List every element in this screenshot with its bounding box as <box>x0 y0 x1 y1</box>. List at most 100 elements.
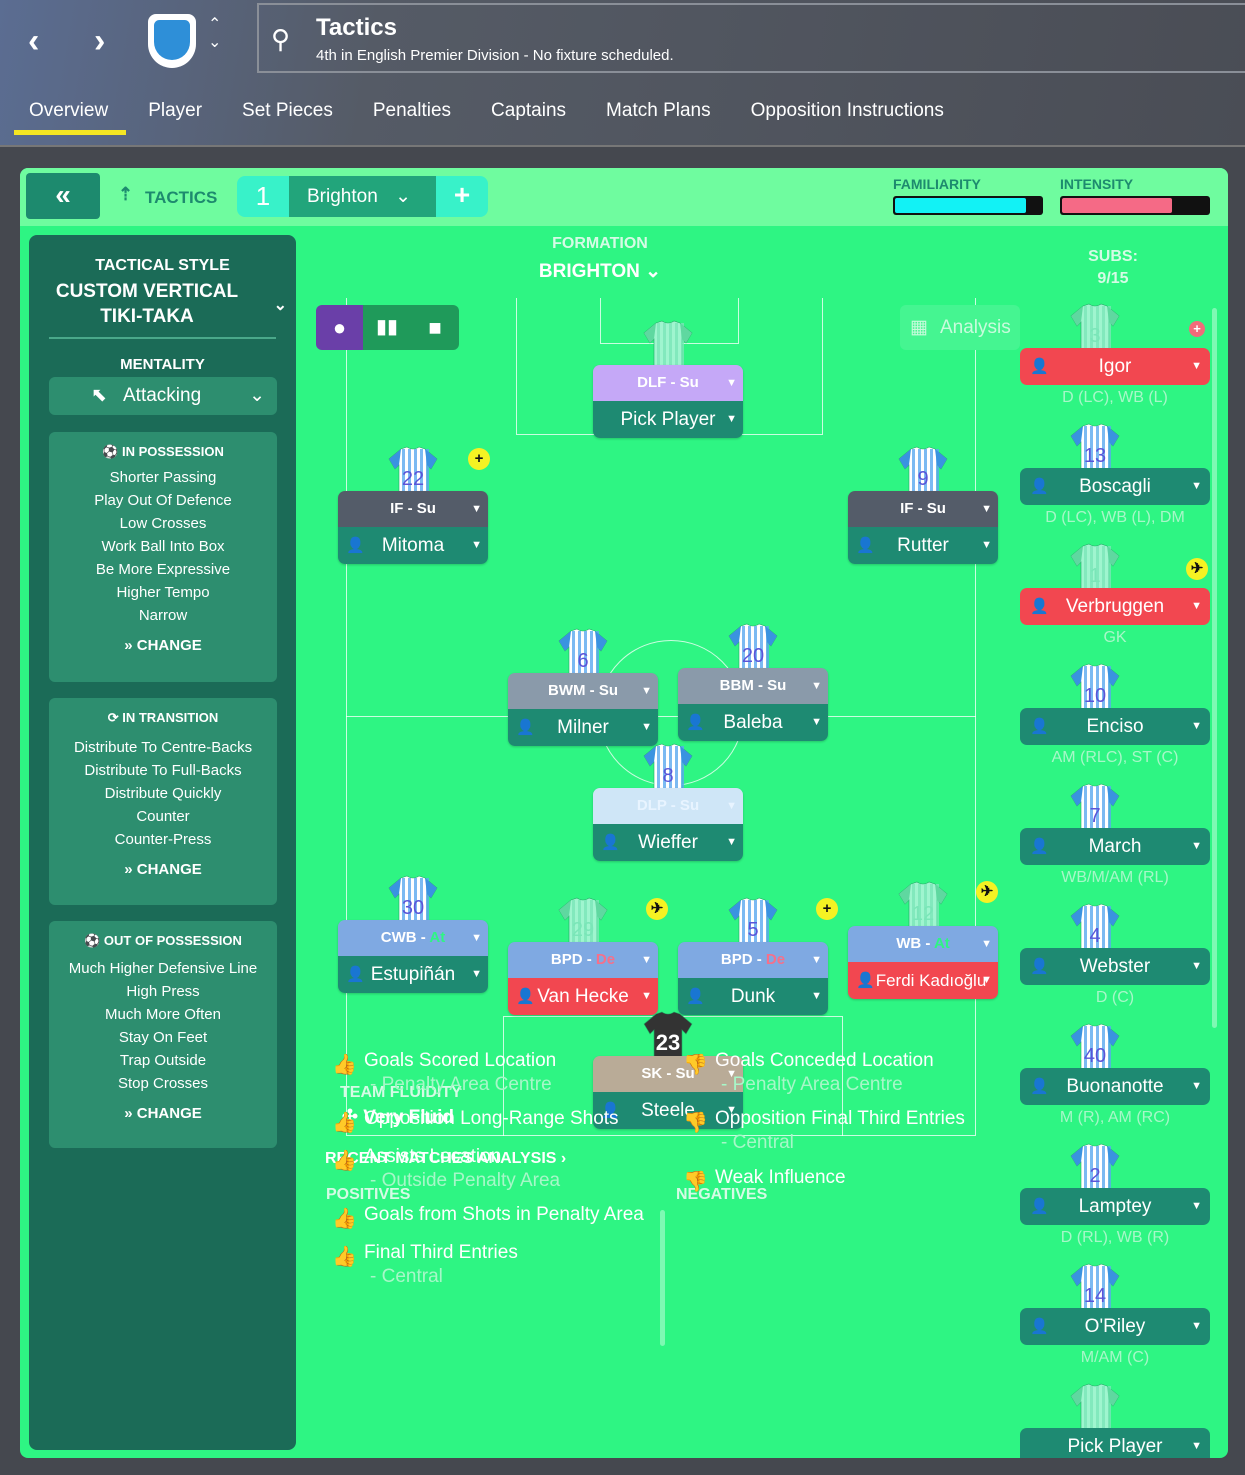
player-name-dropdown[interactable]: 👤Van Hecke▼ <box>508 978 658 1015</box>
sub-name: Enciso <box>1086 716 1144 737</box>
role-dropdown[interactable]: BBM - Su▼ <box>678 668 828 704</box>
flight-icon[interactable]: ✈ <box>976 881 998 903</box>
sub-name-dropdown[interactable]: 👤Verbruggen▼ <box>1020 588 1210 625</box>
recent-matches-analysis-link[interactable]: RECENT MATCHES ANALYSIS › <box>325 1150 567 1167</box>
caret-down-icon: ▼ <box>726 800 737 812</box>
positive-effect-icon[interactable]: + <box>816 898 838 920</box>
tactic-dropdown[interactable]: Brighton ⌄ <box>289 176 436 217</box>
player-name-dropdown[interactable]: 👤Mitoma▼ <box>338 527 488 564</box>
player-shirt-icon[interactable]: 9 <box>897 445 949 501</box>
sub-shirt-icon[interactable]: 2 <box>1069 1142 1121 1198</box>
intensity-bar[interactable] <box>1060 196 1210 215</box>
forward-button[interactable]: › <box>94 22 106 60</box>
sub-name-dropdown[interactable]: 👤Igor▼ <box>1020 348 1210 385</box>
player-name-dropdown[interactable]: 👤Rutter▼ <box>848 527 998 564</box>
tab-opposition-instructions[interactable]: Opposition Instructions <box>750 100 944 121</box>
player-shirt-icon[interactable]: 5 <box>727 896 779 952</box>
sub-name-dropdown[interactable]: 👤Boscagli▼ <box>1020 468 1210 505</box>
player-shirt-icon[interactable]: 6 <box>557 627 609 683</box>
club-switch-icon[interactable]: ⌃⌄ <box>208 16 222 51</box>
player-name-dropdown[interactable]: 👤Steele▼ <box>593 1092 743 1129</box>
player-name-dropdown[interactable]: 👤Estupiñán▼ <box>338 956 488 993</box>
sub-shirt-icon[interactable]: 14 <box>1069 1262 1121 1318</box>
role-dropdown[interactable]: BPD - De▼ <box>678 942 828 978</box>
role-dropdown[interactable]: IF - Su▼ <box>338 491 488 527</box>
tab-match-plans[interactable]: Match Plans <box>606 100 711 121</box>
person-icon: 👤 <box>1030 838 1049 855</box>
player-shirt-icon[interactable] <box>642 319 694 375</box>
player-shirt-icon[interactable]: 23 <box>642 1010 694 1066</box>
player-name-dropdown[interactable]: 👤Wieffer▼ <box>593 824 743 861</box>
analysis-button[interactable]: ▦Analysis <box>900 305 1020 350</box>
player-name-dropdown[interactable]: Pick Player▼ <box>593 401 743 438</box>
role-dropdown[interactable]: DLP - Su▼ <box>593 788 743 824</box>
player-shirt-icon[interactable]: 12 <box>897 880 949 936</box>
stats-view-button[interactable]: ▮▮ <box>363 305 411 350</box>
role-dropdown[interactable]: IF - Su▼ <box>848 491 998 527</box>
sub-name-dropdown[interactable]: 👤March▼ <box>1020 828 1210 865</box>
positive-effect-icon[interactable]: + <box>1189 321 1205 337</box>
player-shirt-icon[interactable]: 29 <box>557 896 609 952</box>
player-name-dropdown[interactable]: 👤Ferdi Kadıoğlu▼ <box>848 962 998 999</box>
tab-player[interactable]: Player <box>148 100 203 121</box>
sub-name-dropdown[interactable]: 👤Enciso▼ <box>1020 708 1210 745</box>
role-dropdown[interactable]: CWB - At▼ <box>338 920 488 956</box>
role-dropdown[interactable]: WB - At▼ <box>848 926 998 962</box>
player-name-dropdown[interactable]: 👤Dunk▼ <box>678 978 828 1015</box>
role-dropdown[interactable]: BPD - De▼ <box>508 942 658 978</box>
club-crest-icon[interactable] <box>148 14 196 68</box>
tab-set-pieces[interactable]: Set Pieces <box>242 100 333 121</box>
sub-name-dropdown[interactable]: Pick Player▼ <box>1020 1428 1210 1458</box>
sub-shirt-icon[interactable]: 7 <box>1069 782 1121 838</box>
tab-penalties[interactable]: Penalties <box>372 100 452 121</box>
tab-overview[interactable]: Overview <box>29 100 109 121</box>
change-out-of-possession-button[interactable]: » CHANGE <box>124 1105 202 1122</box>
player-shirt-icon[interactable]: 8 <box>642 742 694 798</box>
player-card: CWB - At▼👤Estupiñán▼ <box>338 920 488 993</box>
player-shirt-icon[interactable]: 20 <box>727 622 779 678</box>
sub-shirt-icon[interactable]: 10 <box>1069 662 1121 718</box>
sub-shirt-icon[interactable]: 13 <box>1069 422 1121 478</box>
page-subtitle: 4th in English Premier Division - No fix… <box>316 47 674 64</box>
flight-icon[interactable]: ✈ <box>646 898 668 920</box>
player-name-dropdown[interactable]: 👤Baleba▼ <box>678 704 828 741</box>
search-icon[interactable]: ⚲ <box>271 24 291 54</box>
sub-name-dropdown[interactable]: 👤O'Riley▼ <box>1020 1308 1210 1345</box>
sub-shirt-icon[interactable]: 4 <box>1069 902 1121 958</box>
analysis-scrollbar[interactable] <box>660 1210 665 1346</box>
player-name-dropdown[interactable]: 👤Milner▼ <box>508 709 658 746</box>
subs-scrollbar[interactable] <box>1212 308 1217 1028</box>
change-in-possession-button[interactable]: » CHANGE <box>124 637 202 654</box>
instruction-item: Low Crosses <box>119 515 207 532</box>
add-tactic-button[interactable]: + <box>436 176 488 217</box>
sub-name-dropdown[interactable]: 👤Buonanotte▼ <box>1020 1068 1210 1105</box>
change-in-transition-button[interactable]: » CHANGE <box>124 861 202 878</box>
player-shirt-icon[interactable]: 22 <box>387 445 439 501</box>
role-dropdown[interactable]: BWM - Su▼ <box>508 673 658 709</box>
role-dropdown[interactable]: SK - Su▼ <box>593 1056 743 1092</box>
positive-effect-icon[interactable]: + <box>468 448 490 470</box>
role-dropdown[interactable]: DLF - Su▼ <box>593 365 743 401</box>
back-button[interactable]: ‹ <box>28 22 40 60</box>
card-view-button[interactable]: ■ <box>411 305 459 350</box>
sub-shirt-icon[interactable] <box>1069 1382 1121 1438</box>
tactic-slot[interactable]: 1 <box>237 176 289 217</box>
reorder-icon[interactable]: ⇡ <box>118 184 134 204</box>
tab-captains[interactable]: Captains <box>491 100 567 121</box>
tactical-style-dropdown[interactable]: CUSTOM VERTICAL TIKI-TAKA⌄ <box>47 279 287 329</box>
sub-shirt-icon[interactable]: 3 <box>1069 302 1121 358</box>
player-view-button[interactable]: ● <box>316 305 363 350</box>
sub-shirt-icon[interactable]: 40 <box>1069 1022 1121 1078</box>
familiarity-bar[interactable] <box>893 196 1043 215</box>
flight-icon[interactable]: ✈ <box>1186 558 1208 580</box>
person-icon: 👤 <box>601 1102 620 1119</box>
player-name: Milner <box>557 717 609 738</box>
sub-name-dropdown[interactable]: 👤Webster▼ <box>1020 948 1210 985</box>
player-shirt-icon[interactable]: 30 <box>387 874 439 930</box>
collapse-button[interactable]: « <box>26 173 100 219</box>
sub-shirt-icon[interactable]: 1 <box>1069 542 1121 598</box>
formation-dropdown[interactable]: BRIGHTON ⌄ <box>539 260 661 283</box>
mentality-dropdown[interactable]: ⬉Attacking⌄ <box>49 377 277 415</box>
sub-name-dropdown[interactable]: 👤Lamptey▼ <box>1020 1188 1210 1225</box>
person-icon: 👤 <box>516 719 535 736</box>
